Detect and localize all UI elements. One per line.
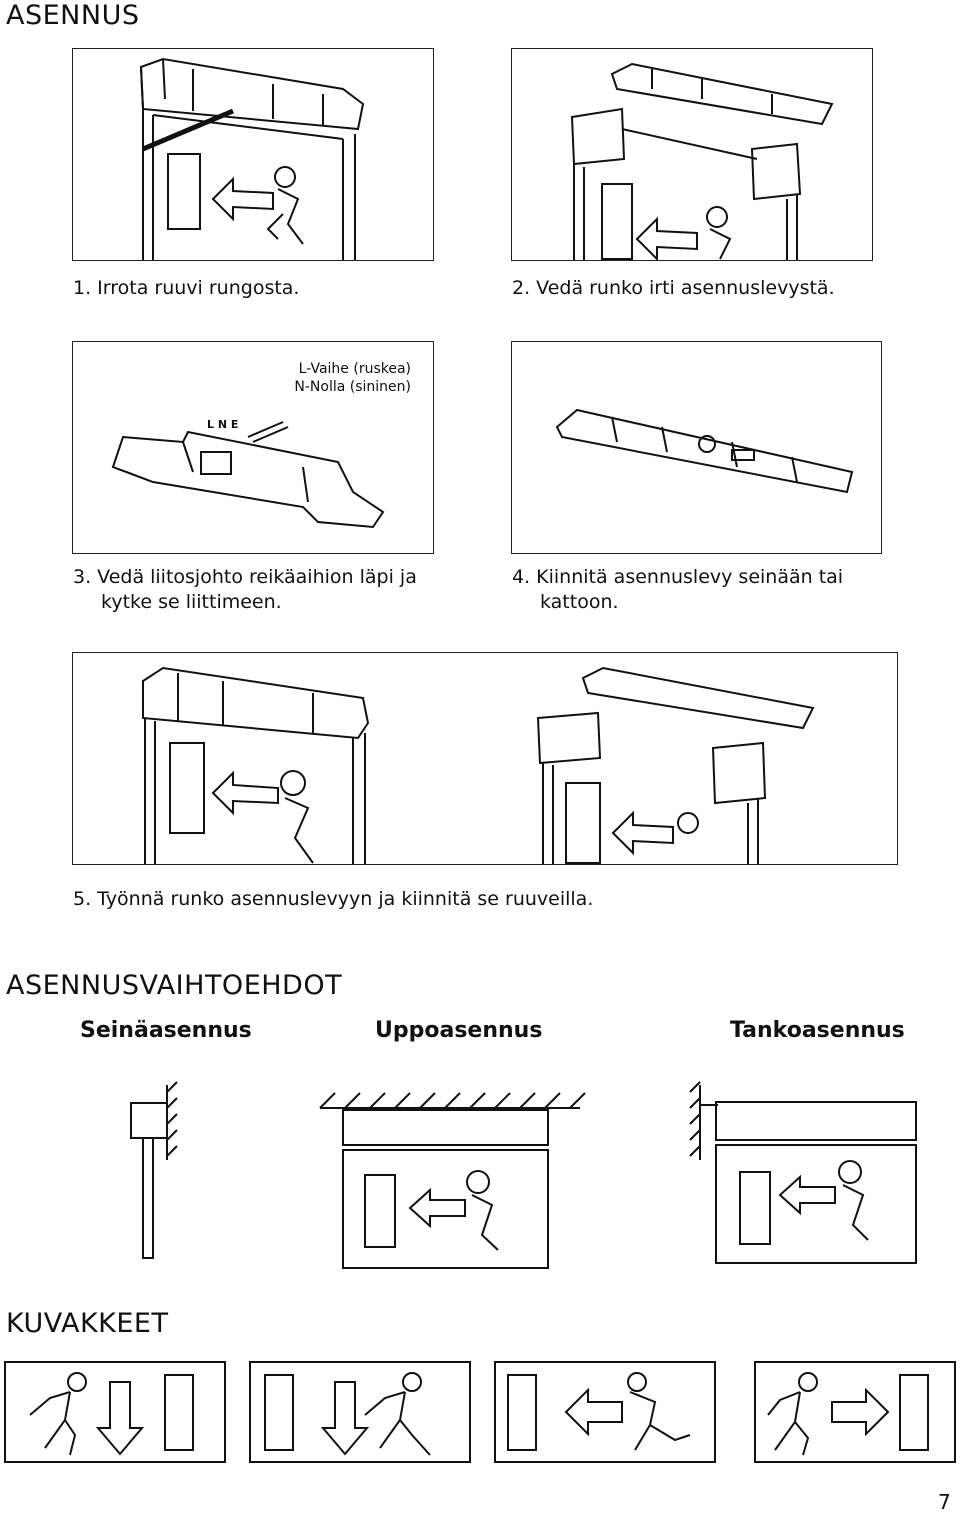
option-wall-label: Seinäasennus — [80, 1018, 252, 1043]
step5-caption: 5. Työnnä runko asennuslevyyn ja kiinnit… — [73, 888, 594, 910]
option-recessed-label: Uppoasennus — [375, 1018, 543, 1043]
wiring-line-neutral: N-Nolla (sininen) — [294, 379, 411, 395]
step4-caption: 4. Kiinnitä asennuslevy seinään tai katt… — [512, 565, 843, 615]
heading-options: ASENNUSVAIHTOEHDOT — [6, 970, 343, 1001]
page-number: 7 — [938, 1490, 951, 1514]
step4-caption-line1: 4. Kiinnitä asennuslevy seinään tai — [512, 566, 844, 588]
step3-caption: 3. Vedä liitosjohto reikäaihion läpi ja … — [73, 565, 417, 615]
heading-icons: KUVAKKEET — [6, 1308, 169, 1339]
heading-install: ASENNUS — [6, 0, 140, 31]
step2-caption: 2. Vedä runko irti asennuslevystä. — [512, 277, 835, 299]
step3-caption-line1: 3. Vedä liitosjohto reikäaihion läpi ja — [73, 566, 417, 588]
mount-options-illustration — [130, 1081, 917, 1269]
step4-caption-line2: kattoon. — [540, 591, 619, 613]
step2-illustration — [511, 48, 873, 261]
step1-caption: 1. Irrota ruuvi rungosta. — [73, 277, 300, 299]
step1-illustration — [72, 48, 434, 261]
option-pole-label: Tankoasennus — [730, 1018, 905, 1043]
wiring-legend: L-Vaihe (ruskea) N-Nolla (sininen) — [294, 360, 411, 396]
step4-illustration — [511, 341, 882, 554]
step3-illustration: L-Vaihe (ruskea) N-Nolla (sininen) L N E — [72, 341, 434, 554]
icon-set — [4, 1361, 956, 1463]
step5-illustration — [72, 652, 898, 865]
terminal-labels: L N E — [207, 418, 239, 431]
step3-caption-line2: kytke se liittimeen. — [101, 591, 282, 613]
icon-exit-down — [4, 1361, 226, 1463]
wiring-line-phase: L-Vaihe (ruskea) — [298, 361, 411, 377]
